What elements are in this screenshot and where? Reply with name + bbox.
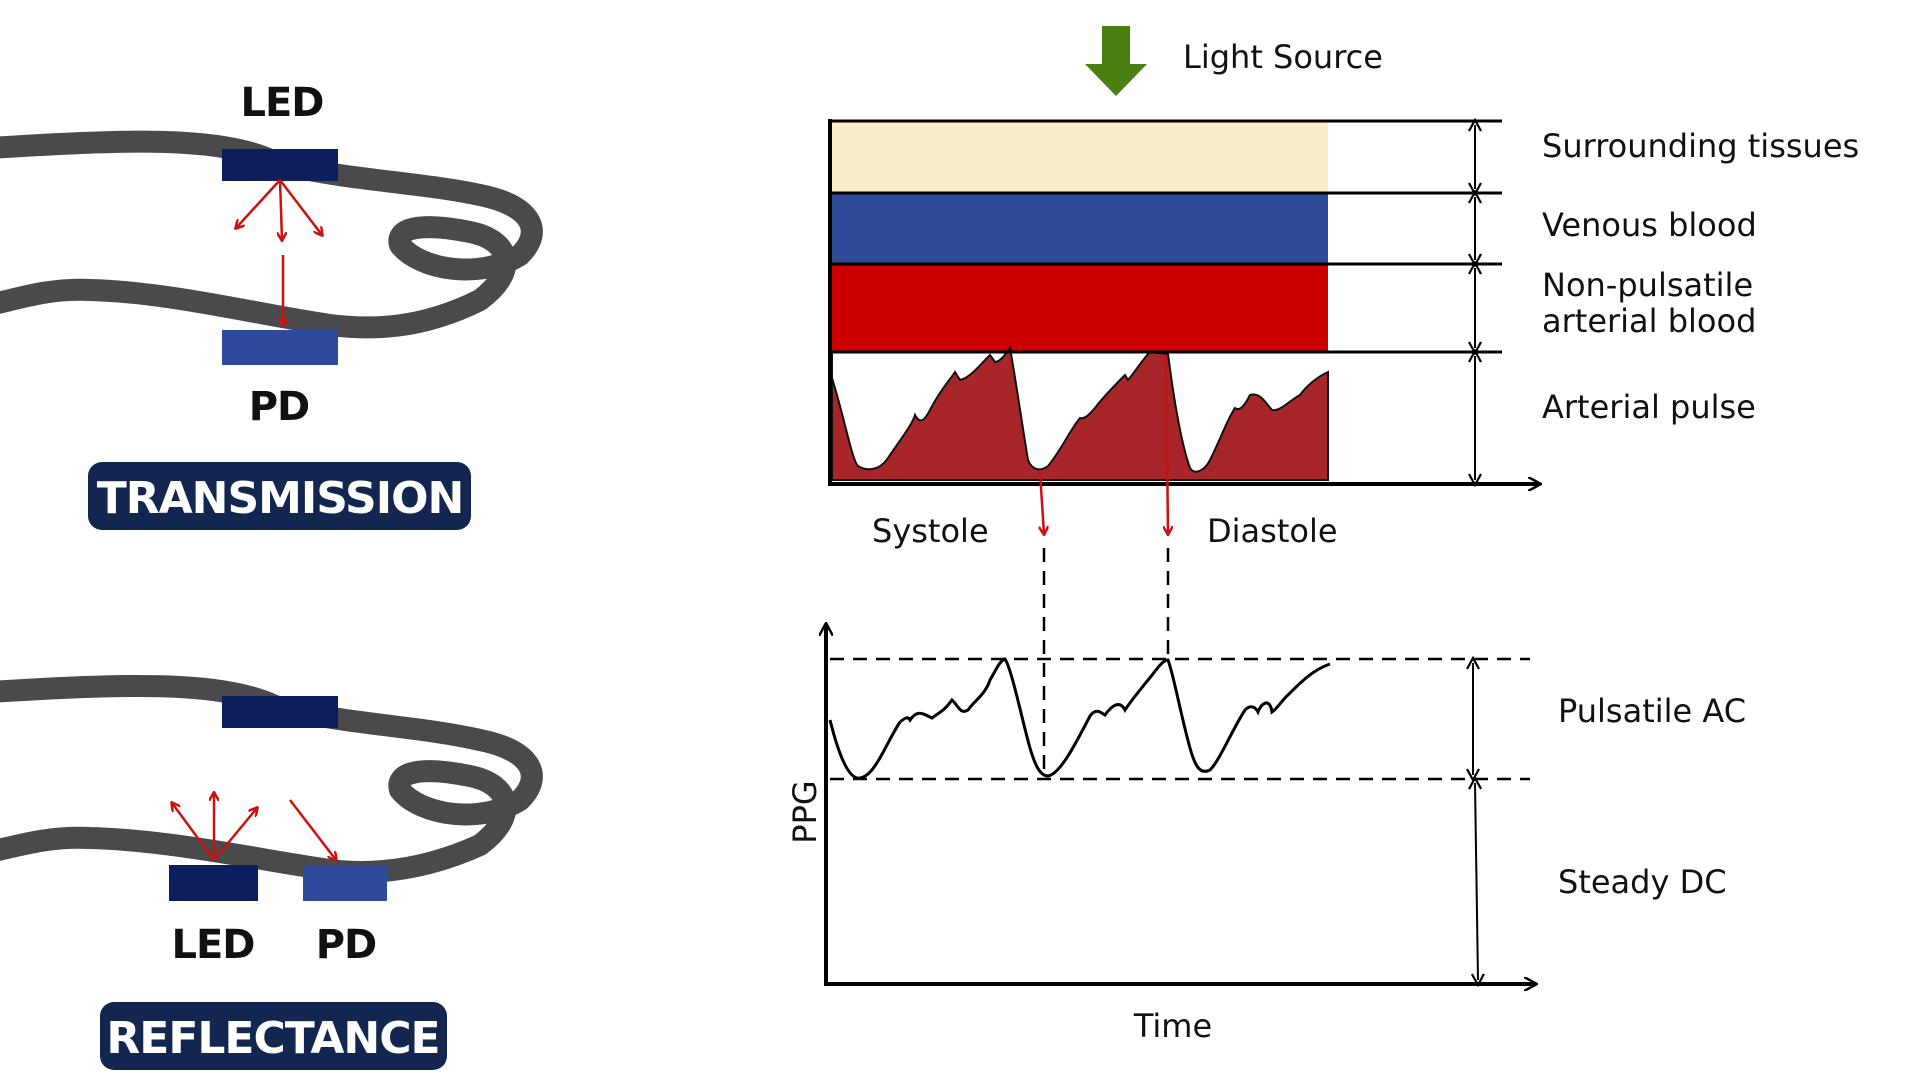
led-label: LED <box>171 922 254 968</box>
venous-blood-label: Venous blood <box>1542 206 1757 244</box>
transmission-badge <box>88 462 471 530</box>
venous-blood-layer <box>830 193 1328 264</box>
led-emitter <box>169 865 258 901</box>
systole-pointer <box>1040 471 1044 534</box>
arterial-blood-layer <box>830 264 1328 352</box>
pd-detector <box>303 865 387 901</box>
light-source-label: Light Source <box>1183 38 1383 76</box>
reflectance-panel: LED PD REFLECTANCE <box>0 674 543 1070</box>
pulsatile-ac-label: Pulsatile AC <box>1558 692 1746 730</box>
time-axis-label: Time <box>1133 1007 1212 1045</box>
ppg-waveform <box>828 657 1331 780</box>
steady-dc-arrow <box>1475 783 1478 980</box>
led-label: LED <box>240 80 323 126</box>
surrounding-tissue-layer <box>830 121 1328 193</box>
transmission-panel: LED PD TRANSMISSION <box>0 80 543 530</box>
layer-lines <box>828 119 1540 484</box>
pd-label: PD <box>249 384 310 430</box>
surrounding-tissues-label: Surrounding tissues <box>1542 127 1859 165</box>
transmission-badge-label: TRANSMISSION <box>97 473 464 524</box>
reflectance-badge <box>100 1002 447 1070</box>
led-emitter <box>222 149 338 181</box>
non-pulsatile-label-line2: arterial blood <box>1542 302 1756 340</box>
arterial-pulse-label: Arterial pulse <box>1542 388 1756 426</box>
pd-detector <box>222 330 338 365</box>
pd-label: PD <box>316 922 377 968</box>
absorption-diagram: Light Source Surrounding tissues Venous … <box>828 26 1859 550</box>
light-ray-arrow-icon <box>172 793 336 860</box>
ppg-axis-label: PPG <box>786 780 824 843</box>
arterial-pulse-area <box>831 345 1329 481</box>
non-pulsatile-label-line1: Non-pulsatile <box>1542 266 1753 304</box>
ppg-plot: Pulsatile AC Steady DC Time PPG <box>786 548 1746 1045</box>
reflectance-badge-label: REFLECTANCE <box>106 1013 439 1064</box>
systole-label: Systole <box>872 512 989 550</box>
light-ray-arrow-icon <box>236 179 322 325</box>
light-source-arrow-icon <box>1085 26 1147 96</box>
diastole-label: Diastole <box>1207 512 1338 550</box>
top-emitter <box>222 696 338 728</box>
diastole-pointer <box>1166 355 1168 534</box>
steady-dc-label: Steady DC <box>1558 863 1727 901</box>
